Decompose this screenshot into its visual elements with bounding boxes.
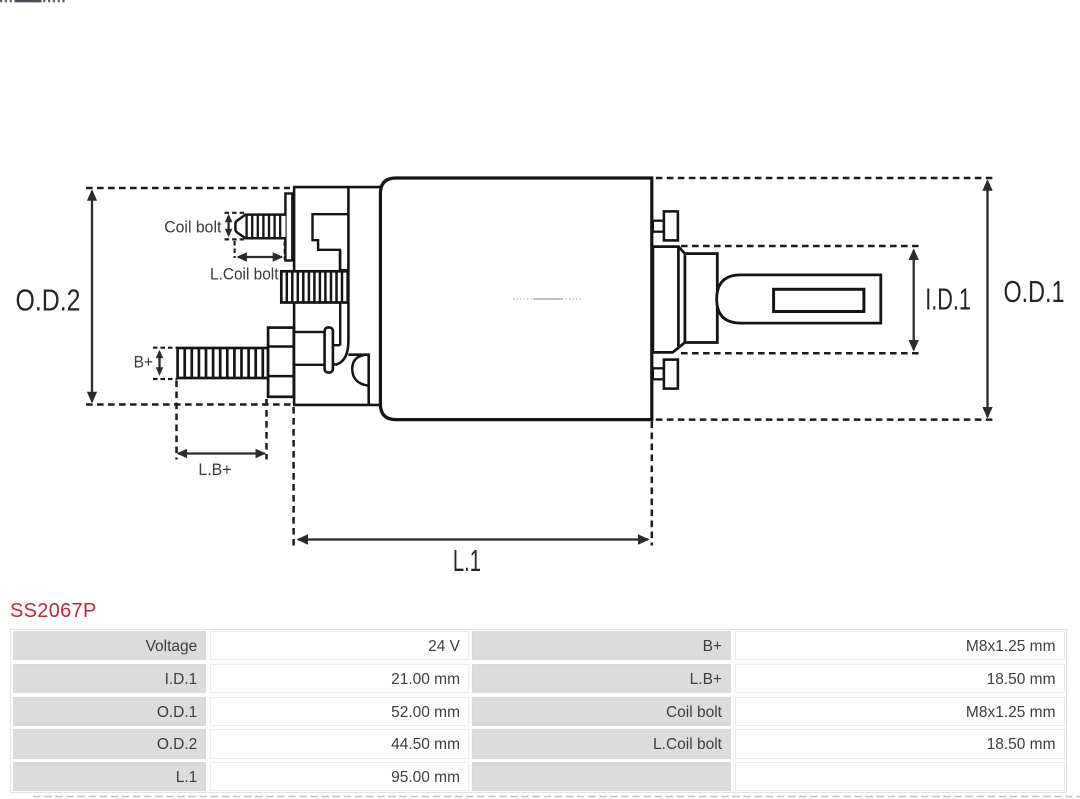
svg-text:O.D.1: O.D.1 [1004,275,1065,309]
svg-text:Coil bolt: Coil bolt [164,219,222,237]
svg-text:B+: B+ [134,353,153,371]
svg-text:L.Coil bolt: L.Coil bolt [210,265,279,283]
svg-text:L.B+: L.B+ [198,461,231,479]
svg-text:O.D.2: O.D.2 [16,284,81,318]
svg-text:L.1: L.1 [453,544,481,578]
svg-text:I.D.1: I.D.1 [925,283,971,317]
